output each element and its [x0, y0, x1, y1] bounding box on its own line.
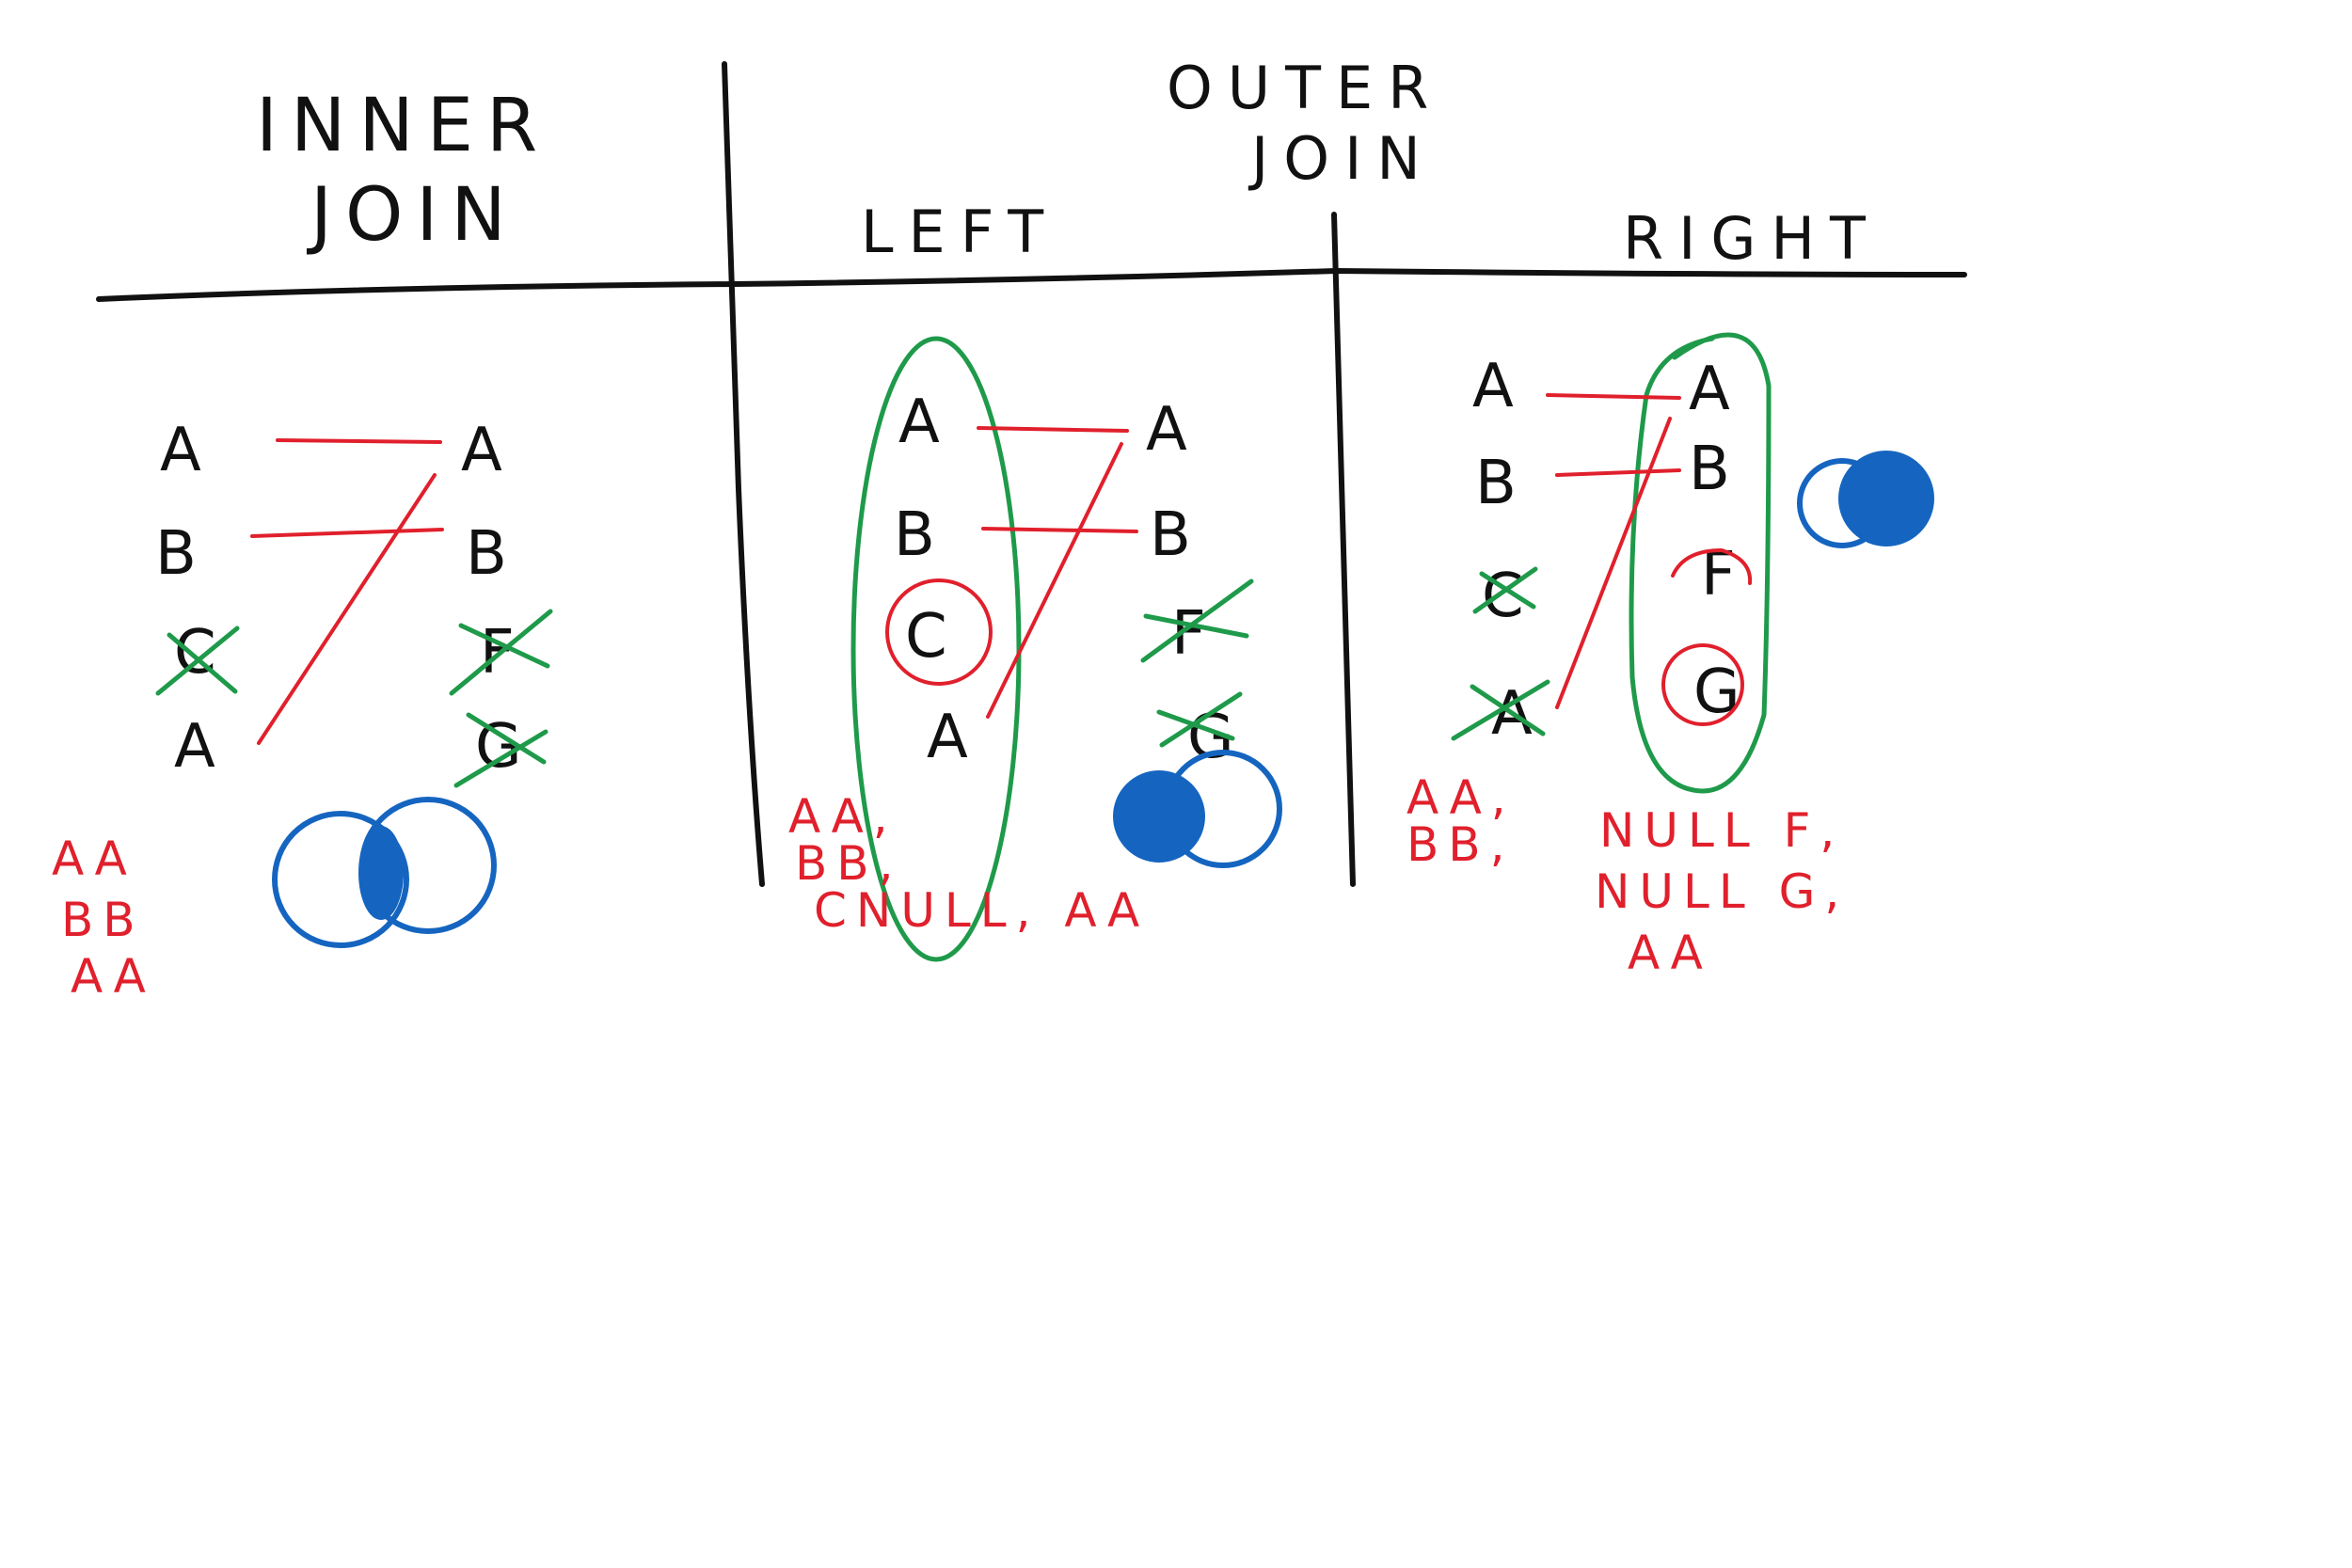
right-join-result-line: NULL G, — [1595, 864, 1849, 919]
right-join-result-line: AA, — [1406, 770, 1516, 825]
cross-out-c — [1472, 566, 1538, 614]
outer-join-title-line2: JOIN — [1248, 124, 1436, 193]
venn-right-circle — [1164, 750, 1282, 868]
right-join-left-item: B — [1475, 449, 1517, 518]
left-join-left-item: A — [927, 703, 968, 772]
left-join-left-item: C — [905, 602, 947, 672]
inner-right-item: A — [461, 416, 502, 485]
left-join-section: A B C A A B F G AA, BB, CNULL, AA — [788, 336, 1282, 962]
vertical-divider-left-right — [1331, 212, 1356, 887]
match-line-b-b — [1555, 468, 1681, 477]
right-join-result-line: BB, — [1406, 817, 1515, 872]
null-match-circle-g — [1661, 643, 1744, 726]
cross-out-a — [1451, 679, 1550, 741]
match-line-a4-a1 — [257, 473, 437, 745]
cross-out-f — [1140, 578, 1254, 663]
inner-join-section: A B C A A B F G AA BB AA — [52, 416, 553, 1004]
null-match-mark-f — [1671, 548, 1753, 585]
cross-out-g — [453, 712, 548, 788]
right-join-result-line: AA — [1628, 926, 1712, 980]
left-join-result-line: BB, — [795, 836, 903, 891]
match-line-a-a — [977, 426, 1129, 433]
inner-join-title-line2: JOIN — [306, 173, 519, 258]
match-line-a-a — [276, 438, 442, 444]
inner-left-item: A — [174, 712, 215, 782]
right-join-right-item: G — [1693, 657, 1740, 727]
venn-right-circle — [1838, 451, 1934, 546]
right-join-left-item: A — [1472, 352, 1514, 421]
cross-out-c — [155, 626, 240, 696]
left-join-result-line: CNULL, AA — [814, 883, 1149, 938]
left-join-left-item: B — [894, 500, 935, 570]
inner-result-line: AA — [71, 949, 155, 1004]
match-line-a-a — [1546, 393, 1681, 400]
left-join-header: LEFT — [861, 198, 1058, 266]
right-join-header: RIGHT — [1623, 204, 1881, 273]
right-join-result-line: NULL F, — [1599, 803, 1844, 858]
vertical-divider-inner-outer — [722, 61, 765, 887]
left-table-green-ellipse — [850, 336, 1022, 962]
match-line-b-b — [250, 528, 444, 538]
right-join-section: A B C A A B F G AA, BB, NULL F, NULL G, … — [1406, 332, 1934, 980]
match-line-b-b — [981, 527, 1138, 533]
inner-left-item: A — [160, 416, 201, 485]
match-line-a4-a1 — [1555, 417, 1672, 709]
venn-shaded-intersection — [358, 826, 404, 920]
outer-join-title-line1: OUTER — [1167, 54, 1443, 122]
inner-right-item: B — [466, 519, 507, 589]
venn-left-circle — [1113, 770, 1205, 863]
inner-join-title-line1: INNER — [256, 84, 550, 168]
right-join-right-item: B — [1689, 435, 1730, 504]
left-join-left-item: A — [898, 388, 940, 457]
left-join-right-item: A — [1146, 395, 1187, 465]
cross-out-g — [1156, 691, 1243, 748]
horizontal-divider — [96, 268, 1967, 302]
venn-left-circle — [272, 811, 409, 948]
inner-result-line: AA — [52, 832, 136, 886]
right-join-right-item: A — [1689, 355, 1730, 424]
inner-left-item: B — [155, 519, 197, 589]
null-match-circle-c — [885, 578, 993, 686]
cross-out-f — [449, 609, 553, 696]
inner-result-line: BB — [61, 893, 145, 947]
right-table-green-ellipse — [1629, 332, 1772, 794]
left-join-result-line: AA, — [788, 789, 898, 844]
match-line-a4-a1 — [986, 442, 1123, 719]
left-join-right-item: B — [1150, 500, 1191, 570]
